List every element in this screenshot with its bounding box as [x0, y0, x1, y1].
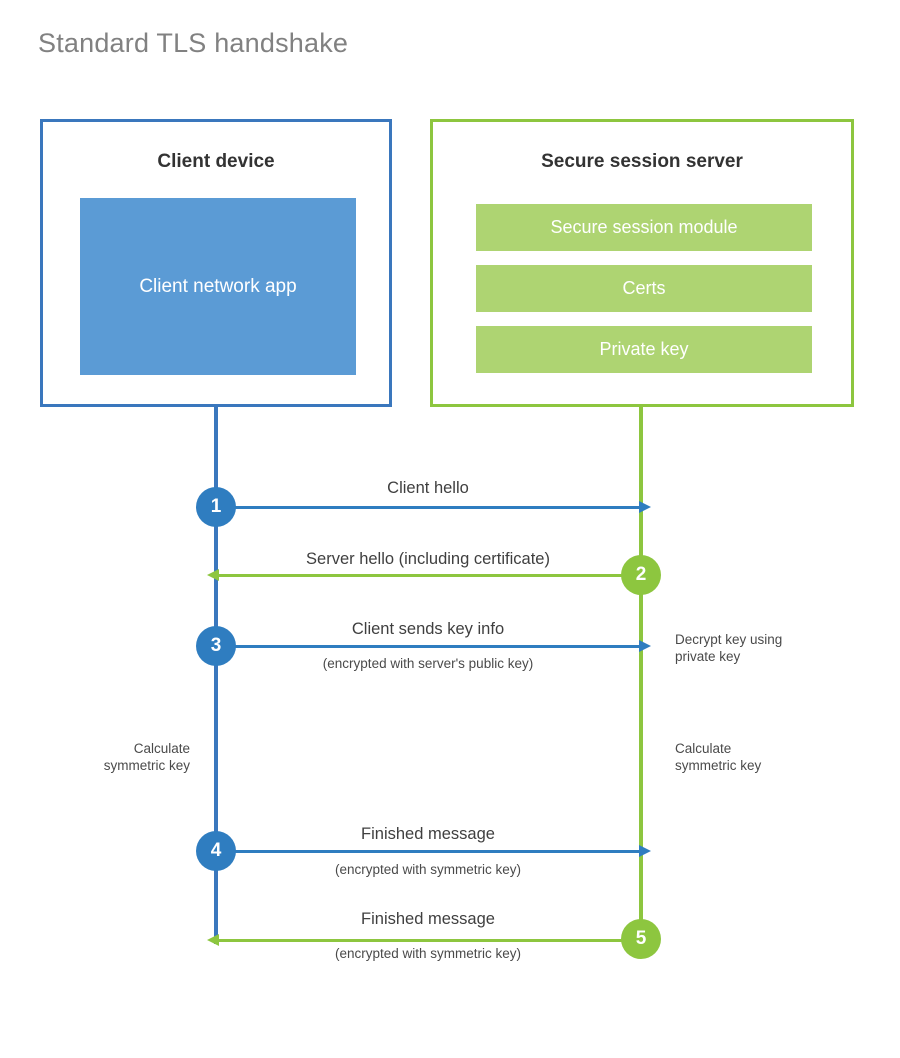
arrow-shaft	[218, 574, 640, 577]
server-lifeline	[639, 404, 643, 941]
client-device-title: Client device	[157, 151, 275, 172]
server-component-secure-session-module: Secure session module	[476, 204, 812, 251]
arrow-head-left-icon	[207, 934, 219, 946]
server-component-certs: Certs	[476, 265, 812, 312]
message-sublabel-5: (encrypted with symmetric key)	[334, 946, 522, 961]
step-marker-1: 1	[196, 487, 236, 527]
arrow-head-right-icon	[639, 640, 651, 652]
step-marker-2: 2	[621, 555, 661, 595]
note-decrypt-key: Decrypt key using private key	[675, 632, 783, 665]
step-marker-3: 3	[196, 626, 236, 666]
message-sublabel-4: (encrypted with symmetric key)	[334, 862, 522, 877]
message-label-5: Finished message	[361, 910, 495, 928]
message-arrow-2	[207, 569, 640, 581]
page-title: Standard TLS handshake	[38, 28, 349, 58]
message-label-4: Finished message	[361, 825, 495, 843]
message-label-2: Server hello (including certificate)	[306, 550, 550, 568]
client-device-box: Client device Client network app	[40, 119, 392, 407]
note-client-calculate-symmetric-key: Calculate symmetric key	[103, 741, 190, 774]
arrow-shaft	[216, 506, 640, 509]
message-label-1: Client hello	[387, 479, 469, 497]
client-lifeline	[214, 404, 218, 944]
server-component-private-key: Private key	[476, 326, 812, 373]
message-arrow-3	[216, 640, 651, 652]
message-arrow-1	[216, 501, 651, 513]
arrow-shaft	[216, 850, 640, 853]
message-arrow-5	[207, 934, 640, 946]
arrow-shaft	[216, 645, 640, 648]
note-server-calculate-symmetric-key: Calculate symmetric key	[675, 741, 762, 774]
secure-session-server-title: Secure session server	[541, 151, 743, 172]
step-marker-5: 5	[621, 919, 661, 959]
arrow-head-right-icon	[639, 501, 651, 513]
arrow-head-right-icon	[639, 845, 651, 857]
arrow-shaft	[218, 939, 640, 942]
message-arrow-4	[216, 845, 651, 857]
message-label-3: Client sends key info	[351, 620, 505, 638]
step-marker-4: 4	[196, 831, 236, 871]
message-sublabel-3: (encrypted with server's public key)	[322, 656, 534, 671]
client-network-app-block: Client network app	[80, 198, 356, 375]
arrow-head-left-icon	[207, 569, 219, 581]
secure-session-server-box: Secure session server Secure session mod…	[430, 119, 854, 407]
